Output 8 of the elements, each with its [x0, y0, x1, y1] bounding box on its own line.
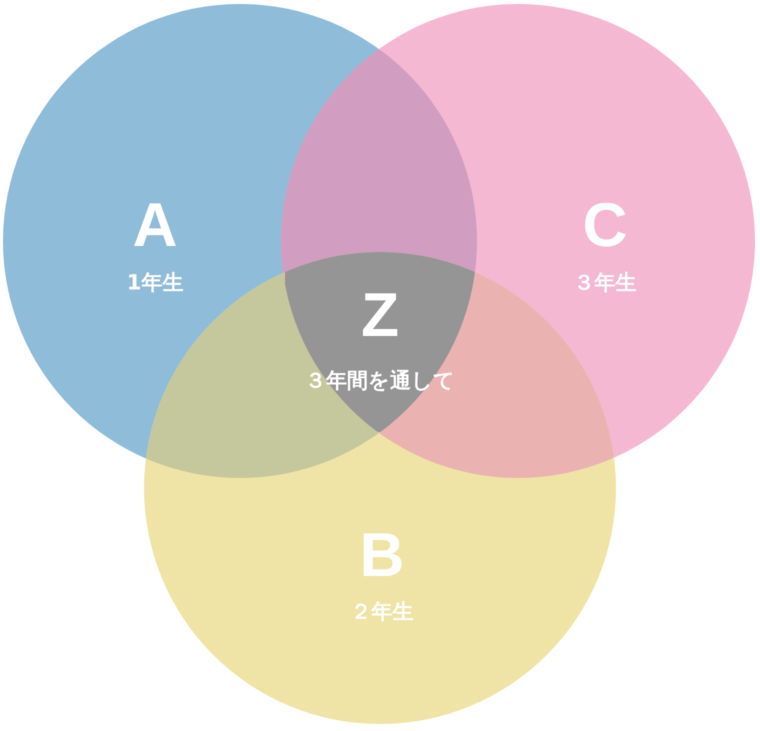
- set-letter: C: [582, 195, 628, 257]
- set-label: ３年間を通して: [305, 370, 455, 392]
- set-label: ２年生: [350, 602, 414, 622]
- set-letter: A: [132, 195, 178, 257]
- set-label: 1年生: [126, 272, 184, 294]
- set-letter: B: [360, 525, 404, 587]
- set-label: ３年生: [574, 272, 636, 294]
- set-letter: Z: [361, 285, 399, 347]
